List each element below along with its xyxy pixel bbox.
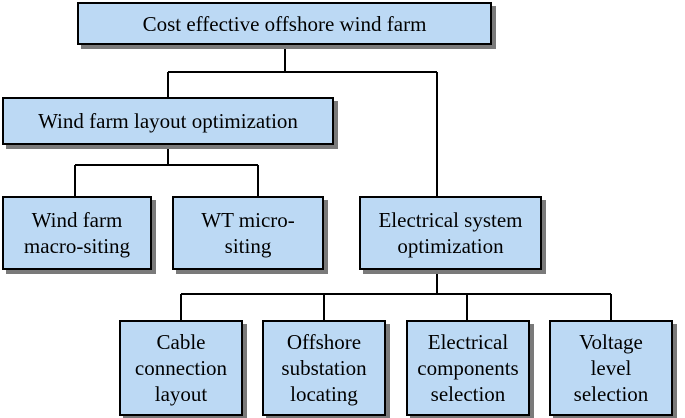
node-cable-connection-layout: Cable connection layout (119, 320, 243, 416)
node-cost-effective-offshore-wind-farm: Cost effective offshore wind farm (77, 2, 492, 45)
node-offshore-substation-locating: Offshore substation locating (262, 320, 386, 416)
node-label: WT micro- siting (201, 208, 295, 258)
node-label: Electrical system optimization (378, 208, 523, 258)
node-label: Wind farm macro-siting (23, 208, 131, 258)
node-wind-farm-macro-siting: Wind farm macro-siting (2, 196, 152, 270)
node-label: Voltage level selection (573, 330, 649, 406)
node-electrical-system-optimization: Electrical system optimization (359, 196, 542, 270)
node-label: Cost effective offshore wind farm (142, 11, 427, 36)
node-wind-farm-layout-optimization: Wind farm layout optimization (2, 97, 334, 145)
node-voltage-level-selection: Voltage level selection (549, 320, 673, 416)
node-label: Electrical components selection (417, 330, 519, 406)
node-wt-micro-siting: WT micro- siting (172, 196, 324, 270)
node-label: Cable connection layout (134, 330, 228, 406)
node-label: Offshore substation locating (281, 330, 367, 406)
node-label: Wind farm layout optimization (38, 109, 298, 133)
node-electrical-components-selection: Electrical components selection (406, 320, 530, 416)
